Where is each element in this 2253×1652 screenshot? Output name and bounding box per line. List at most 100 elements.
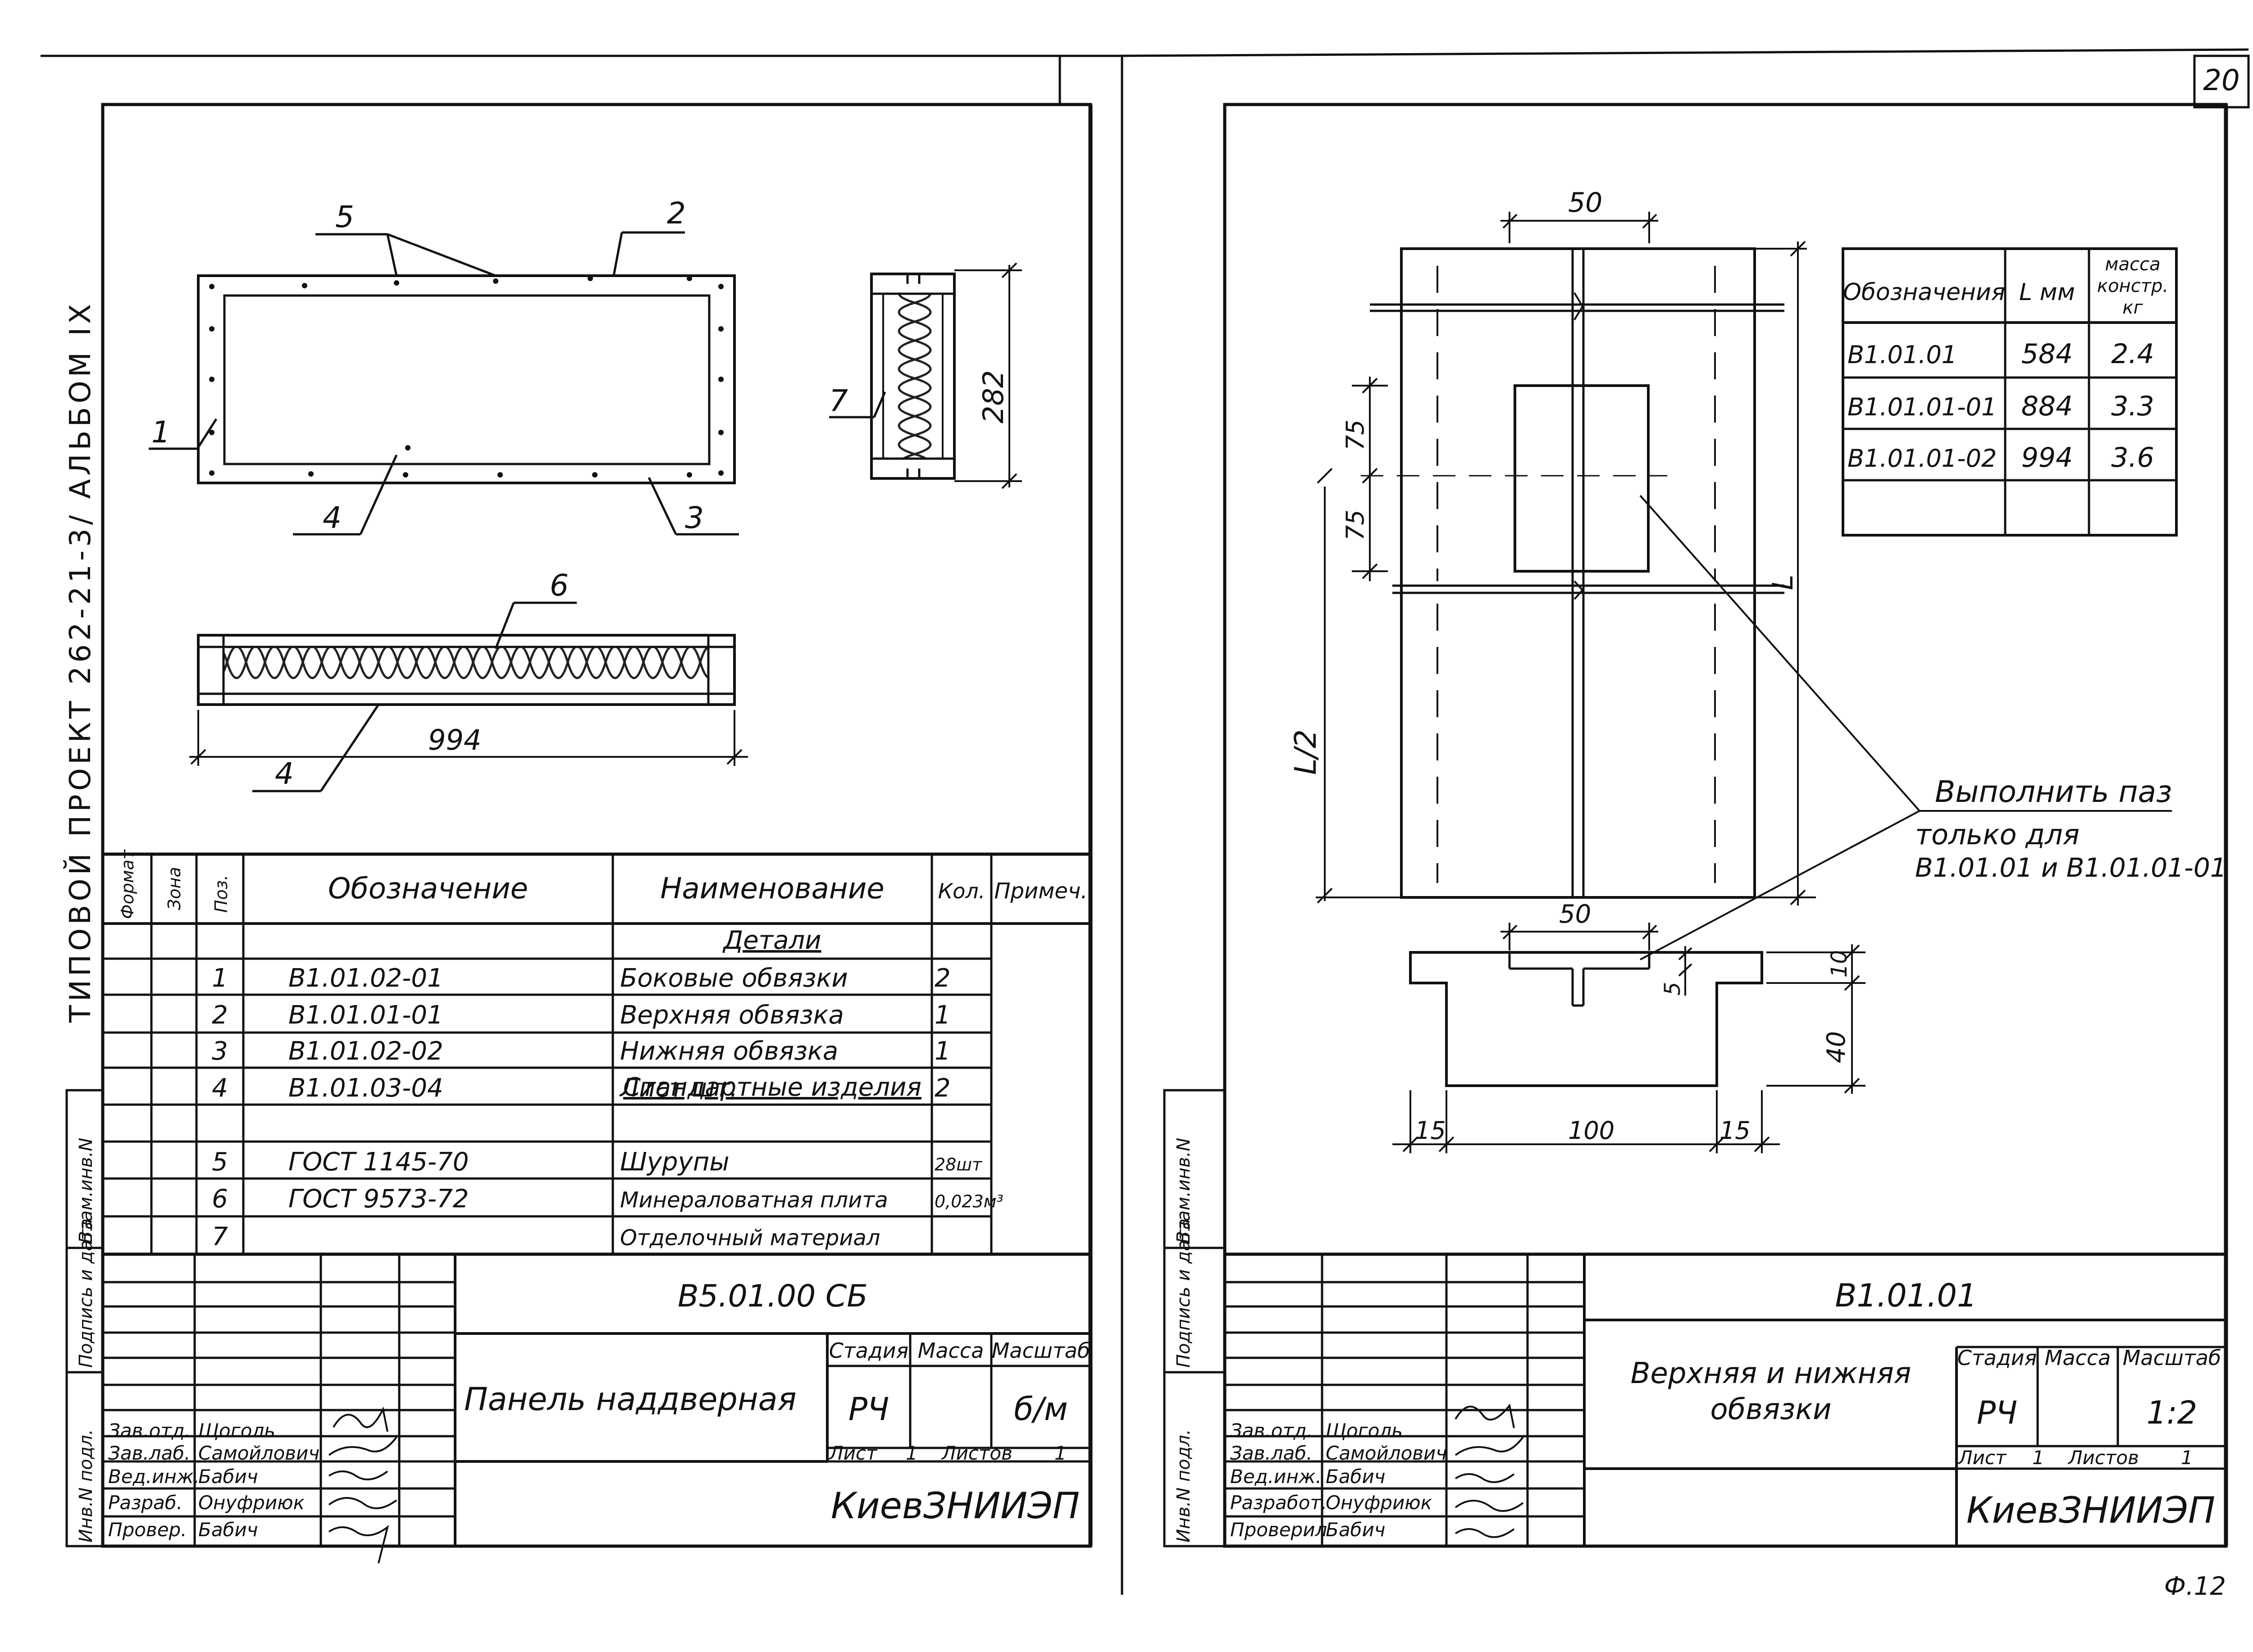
spec-row-designation: ГОСТ 1145-70 bbox=[288, 1147, 469, 1177]
spec-header-qty: Кол. bbox=[938, 879, 985, 903]
left-stamp-inv: Инв.N подл. bbox=[76, 1429, 96, 1543]
left-staff-list: Зав.отд.ЩогольЗав.лаб.СамойловичВед.инж.… bbox=[108, 1420, 319, 1541]
right-staff-name: Бабич bbox=[1326, 1465, 1386, 1488]
right-sheets-value: 1 bbox=[2181, 1447, 2193, 1469]
spec-group-details: Детали bbox=[722, 926, 821, 955]
right-doc-code: В1.01.01 bbox=[1835, 1277, 1977, 1314]
spec-row-qty: 1 bbox=[935, 1037, 951, 1066]
callout-1: 1 bbox=[151, 415, 170, 450]
right-staff-role: Разработ. bbox=[1230, 1492, 1327, 1514]
spec-row-qty: 2 bbox=[935, 1074, 951, 1103]
left-staff-name: Бабич bbox=[198, 1465, 258, 1488]
callout-6: 6 bbox=[550, 568, 569, 603]
spec-row-pos: 3 bbox=[212, 1037, 228, 1066]
right-title-line-1: Верхняя и нижняя bbox=[1631, 1357, 1911, 1390]
spec-row-name: Боковые обвязки bbox=[620, 964, 848, 993]
right-title-line-2: обвязки bbox=[1710, 1393, 1831, 1426]
spec-row-name: Лист шт. bbox=[619, 1074, 738, 1103]
right-staff-name: Бабич bbox=[1326, 1519, 1386, 1541]
table-header-designation: Обозначения bbox=[1843, 279, 2005, 306]
right-scale-label: Масштаб bbox=[2123, 1346, 2221, 1370]
dim-75-lower: 75 bbox=[1341, 510, 1369, 541]
dim-15-left: 15 bbox=[1415, 1116, 1446, 1145]
mass-row-mass: 2.4 bbox=[2111, 338, 2154, 370]
table-header-mass-1: масса bbox=[2105, 254, 2160, 275]
right-stamp-replace: Взам.инв.N bbox=[1173, 1138, 1194, 1243]
right-staff-list: Зав.отд.ЩогольЗав.лаб.СамойловичВед.инж.… bbox=[1230, 1420, 1447, 1541]
left-mass-label: Масса bbox=[918, 1338, 984, 1363]
spec-row-designation: B1.01.01-01 bbox=[288, 1001, 443, 1030]
page-number: 20 bbox=[2203, 64, 2239, 97]
mass-row-mass: 3.3 bbox=[2111, 391, 2154, 422]
left-staff-role: Провер. bbox=[108, 1519, 187, 1541]
left-doc-title: Панель наддверная bbox=[464, 1381, 797, 1418]
left-scale-label: Масштаб bbox=[992, 1338, 1090, 1363]
left-staff-role: Зав.отд. bbox=[108, 1420, 191, 1442]
spec-header-zone: Зона bbox=[164, 867, 184, 910]
footer-mark: Ф.12 bbox=[2164, 1572, 2226, 1601]
spec-header-note: Примеч. bbox=[994, 878, 1087, 904]
left-staff-role: Вед.инж. bbox=[108, 1465, 200, 1488]
dim-L2: L/2 bbox=[1288, 729, 1323, 775]
dim-5: 5 bbox=[1660, 982, 1685, 996]
spec-row-name: Минераловатная плита bbox=[620, 1188, 888, 1213]
mass-row-length: 584 bbox=[2021, 338, 2073, 370]
right-staff-role: Зав.отд. bbox=[1230, 1420, 1313, 1442]
left-stage-label: Стадия bbox=[829, 1338, 908, 1363]
left-staff-name: Щоголь bbox=[198, 1420, 275, 1442]
spec-row-pos: 5 bbox=[212, 1147, 228, 1177]
mass-row-length: 884 bbox=[2021, 391, 2073, 422]
right-org: КиевЗНИИЭП bbox=[1966, 1489, 2215, 1531]
album-side-label: ТИПОВОЙ ПРОЕКТ 262-21-3/ АЛЬБОМ IX bbox=[63, 300, 97, 1023]
dim-40: 40 bbox=[1822, 1031, 1851, 1063]
dim-100: 100 bbox=[1568, 1116, 1614, 1145]
callout-4-bottom: 4 bbox=[275, 756, 294, 791]
right-stamp-inv: Инв.N подл. bbox=[1173, 1429, 1194, 1543]
spec-row-pos: 1 bbox=[212, 964, 228, 993]
right-stage-value: РЧ bbox=[1977, 1394, 2017, 1431]
spec-row-name: Верхняя обвязка bbox=[620, 1001, 844, 1030]
left-sheet-label: Лист bbox=[828, 1442, 878, 1464]
dim-50-top: 50 bbox=[1568, 187, 1602, 218]
callout-7: 7 bbox=[829, 383, 848, 418]
right-sheet-label: Лист bbox=[1957, 1447, 2007, 1469]
callout-4-front: 4 bbox=[323, 501, 342, 535]
right-staff-name: Щоголь bbox=[1326, 1420, 1403, 1442]
right-staff-role: Вед.инж. bbox=[1230, 1465, 1322, 1488]
dim-15-right: 15 bbox=[1719, 1116, 1751, 1145]
table-header-length: L мм bbox=[2019, 279, 2075, 306]
note-line-3: В1.01.01 и В1.01.01-01 bbox=[1915, 852, 2227, 883]
right-staff-name: Самойлович bbox=[1326, 1442, 1447, 1464]
spec-row-designation: B1.01.02-01 bbox=[288, 964, 443, 993]
spec-row-name: Шурупы bbox=[620, 1147, 730, 1177]
spec-row-name: Отделочный материал bbox=[620, 1225, 880, 1251]
dim-50-slot: 50 bbox=[1559, 900, 1591, 929]
right-stamp-sign: Подпись и дата bbox=[1173, 1219, 1194, 1368]
spec-row-qty: 1 bbox=[935, 1001, 951, 1030]
spec-row-pos: 7 bbox=[212, 1222, 228, 1252]
left-stamp-replace: Взам.инв.N bbox=[76, 1138, 96, 1243]
dim-282: 282 bbox=[977, 370, 1010, 423]
right-sheets-label: Листов bbox=[2067, 1447, 2139, 1469]
right-staff-role: Проверил bbox=[1230, 1519, 1327, 1541]
right-sheet-value: 1 bbox=[2032, 1447, 2044, 1469]
callout-2: 2 bbox=[667, 196, 686, 231]
left-staff-name: Самойлович bbox=[198, 1442, 319, 1464]
left-doc-code: В5.01.00 СБ bbox=[678, 1279, 868, 1314]
left-staff-name: Онуфриюк bbox=[198, 1492, 305, 1514]
mass-row-designation: В1.01.01-01 bbox=[1847, 393, 1997, 421]
dim-10: 10 bbox=[1827, 950, 1852, 978]
spec-row-pos: 4 bbox=[212, 1074, 228, 1103]
spec-header-pos: Поз. bbox=[211, 875, 231, 913]
spec-row-name: Нижняя обвязка bbox=[620, 1037, 838, 1066]
left-scale-value: б/м bbox=[1014, 1391, 1068, 1428]
right-scale-value: 1:2 bbox=[2147, 1394, 2198, 1431]
callout-5: 5 bbox=[335, 200, 354, 234]
left-sheets-label: Листов bbox=[941, 1442, 1012, 1464]
left-org: КиевЗНИИЭП bbox=[831, 1485, 1080, 1527]
mass-row-designation: В1.01.01 bbox=[1847, 341, 1957, 369]
spec-header-name: Наименование bbox=[660, 872, 884, 906]
mass-row-length: 994 bbox=[2021, 442, 2073, 473]
